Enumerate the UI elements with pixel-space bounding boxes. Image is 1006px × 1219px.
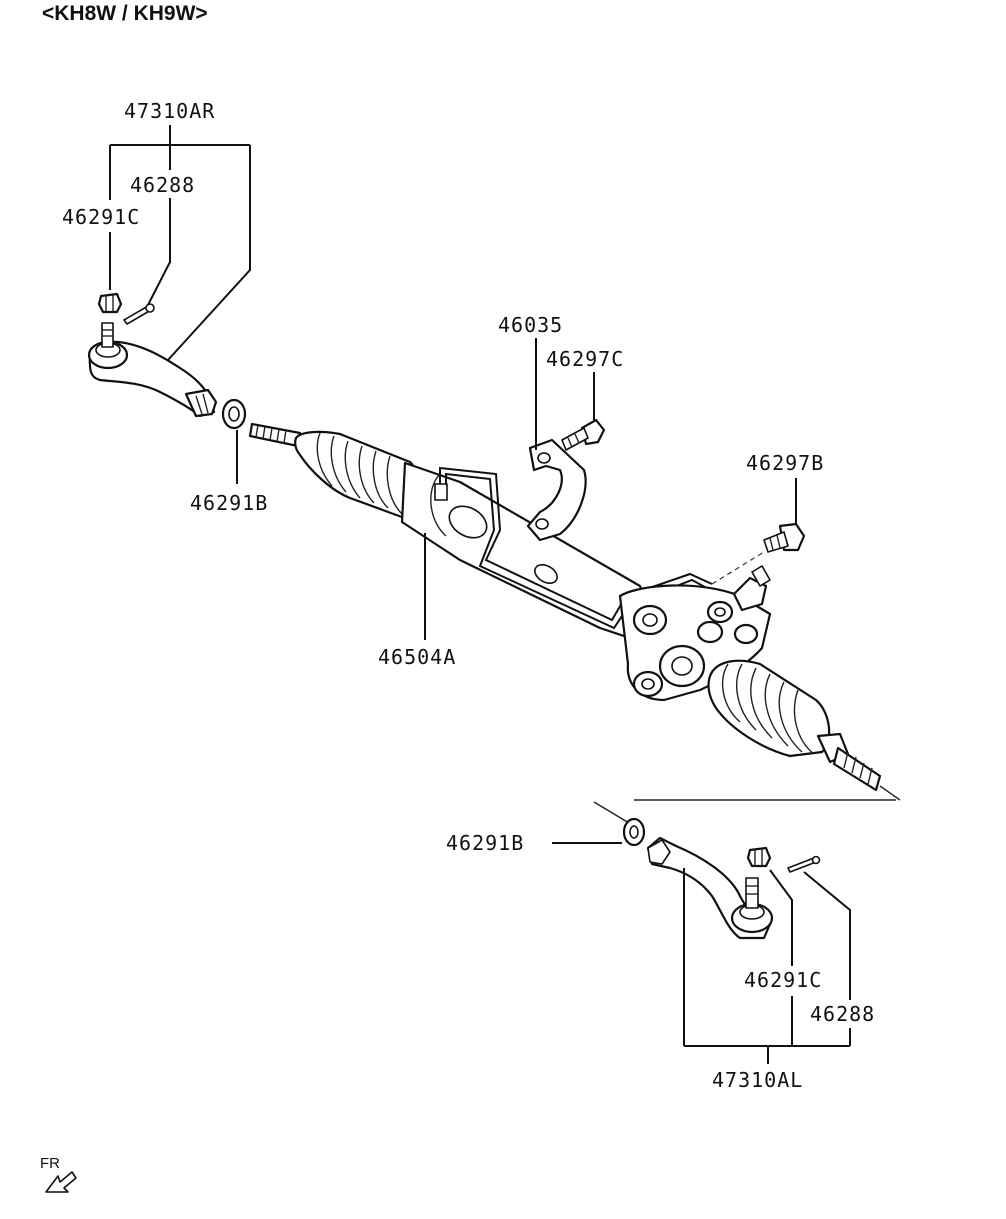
label-46291b-upper: 46291B xyxy=(190,491,268,515)
label-47310ar: 47310AR xyxy=(124,99,215,123)
lock-nut-lower-drawing xyxy=(622,817,646,847)
label-46504a: 46504A xyxy=(378,645,456,669)
label-46291c-upper: 46291C xyxy=(62,205,140,229)
castle-nut-upper-drawing xyxy=(97,292,123,314)
label-46291b-lower: 46291B xyxy=(446,831,524,855)
label-46297c: 46297C xyxy=(546,347,624,371)
cotter-pin-upper-drawing xyxy=(123,303,155,325)
label-46288-upper: 46288 xyxy=(130,173,195,197)
steering-gear-drawing xyxy=(248,422,882,792)
tie-rod-end-right-drawing xyxy=(87,322,218,418)
cotter-pin-lower-drawing xyxy=(787,855,821,873)
label-46297b: 46297B xyxy=(746,451,824,475)
tie-rod-end-left-drawing xyxy=(646,836,774,940)
front-indicator-label: FR xyxy=(40,1155,60,1172)
label-46291c-lower: 46291C xyxy=(744,968,822,992)
label-47310al: 47310AL xyxy=(712,1068,803,1092)
label-46035: 46035 xyxy=(498,313,563,337)
label-46288-lower: 46288 xyxy=(810,1002,875,1026)
diagram-title: <KH8W / KH9W> xyxy=(42,2,208,25)
bolt-c-drawing xyxy=(561,418,606,451)
lock-nut-upper-drawing xyxy=(221,398,247,430)
front-arrow-icon xyxy=(45,1171,77,1193)
castle-nut-lower-drawing xyxy=(746,846,772,868)
bracket-drawing xyxy=(526,438,587,542)
bolt-b-drawing xyxy=(763,522,806,553)
